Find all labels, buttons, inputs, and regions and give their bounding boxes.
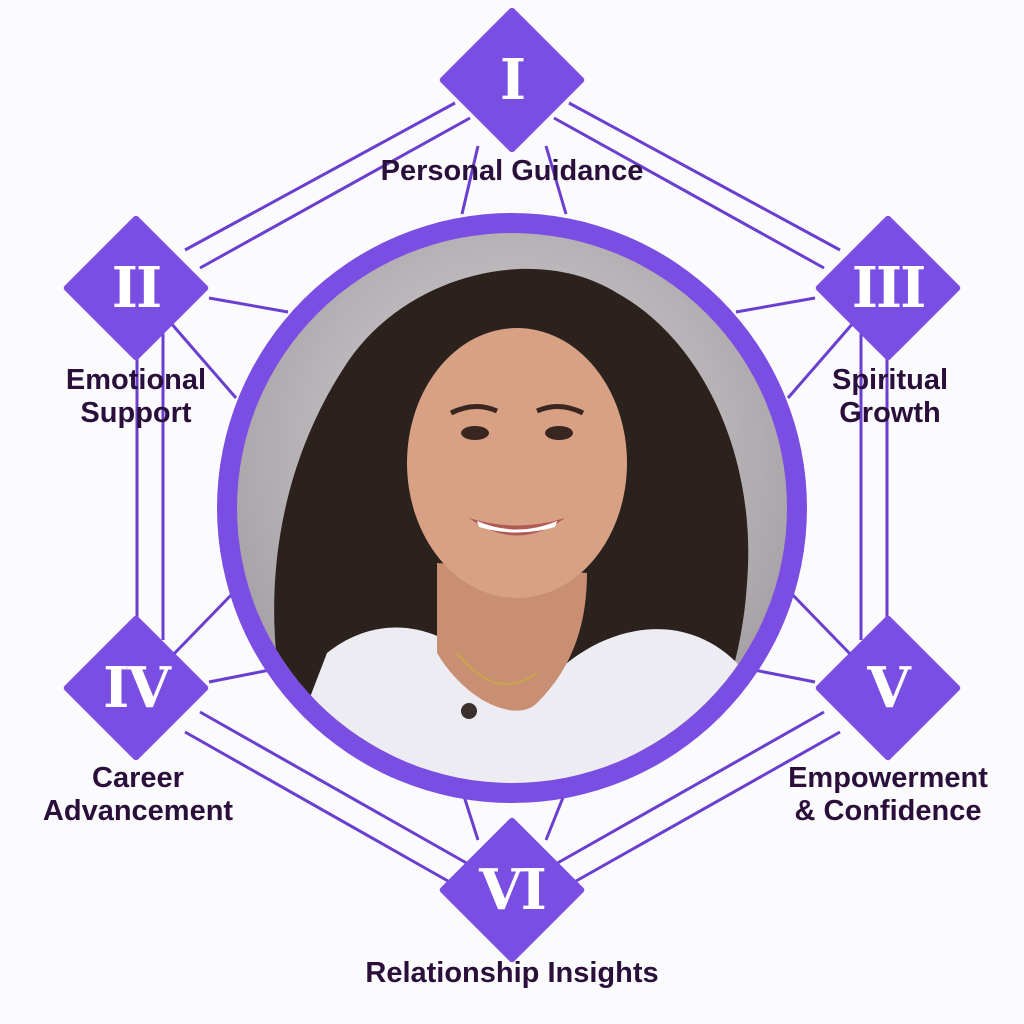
label-line: Support xyxy=(80,397,192,429)
roman-numeral: III xyxy=(851,255,927,321)
roman-numeral: IV xyxy=(103,655,171,721)
label-line: Spiritual xyxy=(831,364,948,396)
node-spiritual-growth: III xyxy=(814,214,962,362)
label-line: Emotional xyxy=(65,364,207,396)
roman-numeral: II xyxy=(111,255,162,321)
node-empowerment-confidence: V xyxy=(814,614,962,762)
node-emotional-support: II xyxy=(62,214,210,362)
roman-numeral: V xyxy=(867,655,910,721)
portrait-illustration xyxy=(274,268,787,783)
roman-numeral: VI xyxy=(479,857,547,923)
label-line: Growth xyxy=(839,397,941,429)
node-label-spiritual-growth: Spiritual Growth xyxy=(790,364,990,430)
node-label-emotional-support: Emotional Support xyxy=(36,364,236,430)
node-relationship-insights: VI xyxy=(438,816,586,964)
label-line: Relationship Insights xyxy=(365,957,659,989)
node-personal-guidance: I xyxy=(438,6,586,154)
label-line: Personal Guidance xyxy=(380,155,644,187)
node-label-relationship-insights: Relationship Insights xyxy=(322,957,702,990)
label-line: Empowerment xyxy=(788,762,988,794)
label-line: Career xyxy=(92,762,184,794)
label-line: Advancement xyxy=(42,795,234,827)
node-label-career-advancement: Career Advancement xyxy=(20,762,256,828)
node-label-personal-guidance: Personal Guidance xyxy=(362,155,662,188)
node-label-empowerment-confidence: Empowerment & Confidence xyxy=(770,762,1006,828)
node-career-advancement: IV xyxy=(62,614,210,762)
roman-numeral: I xyxy=(499,47,526,113)
label-line: & Confidence xyxy=(794,795,982,827)
portrait-photo xyxy=(237,233,787,783)
